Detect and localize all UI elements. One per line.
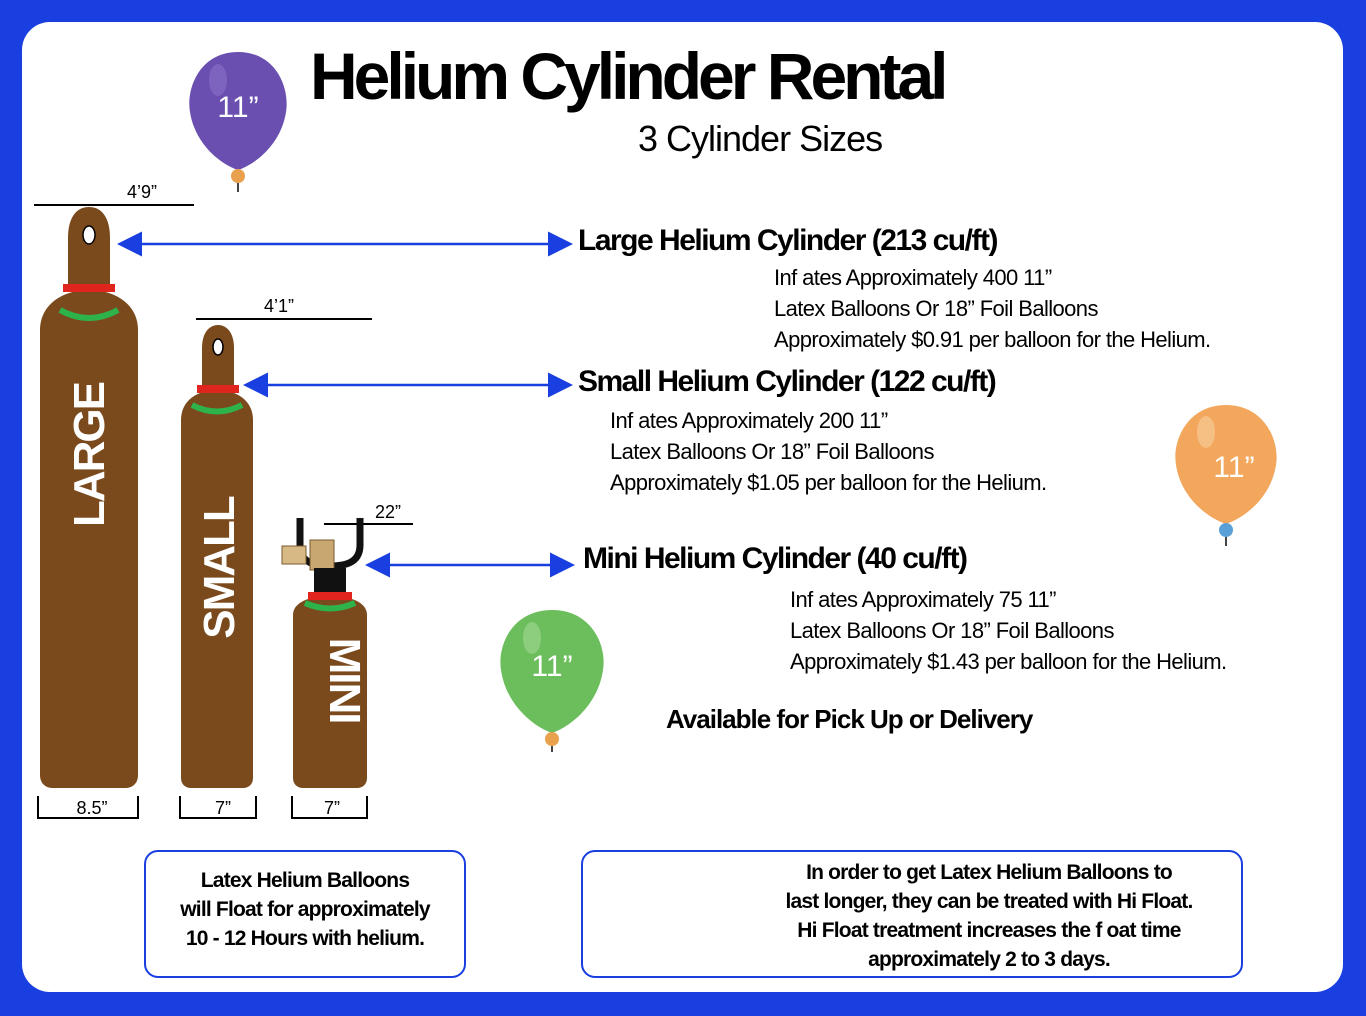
float-note-line-3: 10 - 12 Hours with helium. <box>185 927 425 950</box>
large-details: Inf ates Approximately 400 11” Latex Bal… <box>774 262 1211 355</box>
large-heading: Large Helium Cylinder (213 cu/ft) <box>578 224 998 257</box>
mini-cylinder-graphic: MINI 22” 7” <box>281 502 413 819</box>
balloon-orange-label: 11” <box>1213 451 1254 484</box>
large-detail-3: Approximately $0.91 per balloon for the … <box>774 327 1211 352</box>
large-cylinder-graphic: LARGE 4’9” 8.5” <box>34 182 194 819</box>
small-heading: Small Helium Cylinder (122 cu/ft) <box>578 365 997 398</box>
balloon-green: 11” <box>500 610 604 752</box>
large-height-dim: 4’9” <box>127 182 157 202</box>
hi-float-note: In order to get Latex Helium Balloons to… <box>581 850 1243 978</box>
large-width-dim: 8.5” <box>76 798 107 818</box>
mini-cylinder-label: MINI <box>320 638 369 723</box>
mini-detail-3: Approximately $1.43 per balloon for the … <box>790 649 1227 674</box>
small-detail-1: Inf ates Approximately 200 11” <box>610 408 888 433</box>
small-cylinder-graphic: SMALL 4’1” 7” <box>179 296 372 819</box>
small-cylinder-label: SMALL <box>195 496 244 639</box>
page-title: Helium Cylinder Rental <box>310 39 948 113</box>
mini-detail-1: Inf ates Approximately 75 11” <box>790 587 1057 612</box>
hi-float-line-3: Hi Float treatment increases the f oat t… <box>797 919 1181 942</box>
large-detail-1: Inf ates Approximately 400 11” <box>774 265 1052 290</box>
hi-float-line-1: In order to get Latex Helium Balloons to <box>806 861 1173 884</box>
small-detail-3: Approximately $1.05 per balloon for the … <box>610 470 1047 495</box>
float-note-line-1: Latex Helium Balloons <box>200 869 410 892</box>
hi-float-line-4: approximately 2 to 3 days. <box>868 948 1111 971</box>
float-time-note: Latex Helium Balloons will Float for app… <box>144 850 466 978</box>
small-detail-2: Latex Balloons Or 18” Foil Balloons <box>610 439 934 464</box>
large-cylinder-label: LARGE <box>65 382 114 527</box>
balloon-green-label: 11” <box>531 650 572 683</box>
mini-heading: Mini Helium Cylinder (40 cu/ft) <box>583 542 968 575</box>
mini-width-dim: 7” <box>324 798 340 818</box>
hi-float-line-2: last longer, they can be treated with Hi… <box>785 890 1194 913</box>
balloon-purple: 11” <box>189 52 287 192</box>
mini-height-dim: 22” <box>375 502 401 522</box>
small-details: Inf ates Approximately 200 11” Latex Bal… <box>610 405 1047 498</box>
small-height-dim: 4’1” <box>264 296 294 316</box>
availability-text: Available for Pick Up or Delivery <box>666 704 1033 734</box>
balloon-orange: 11” <box>1175 405 1277 546</box>
small-width-dim: 7” <box>215 798 231 818</box>
mini-details: Inf ates Approximately 75 11” Latex Ball… <box>790 584 1227 677</box>
float-note-line-2: will Float for approximately <box>180 898 430 921</box>
page-subtitle: 3 Cylinder Sizes <box>638 118 883 159</box>
mini-detail-2: Latex Balloons Or 18” Foil Balloons <box>790 618 1114 643</box>
balloon-purple-label: 11” <box>217 91 258 124</box>
large-detail-2: Latex Balloons Or 18” Foil Balloons <box>774 296 1098 321</box>
